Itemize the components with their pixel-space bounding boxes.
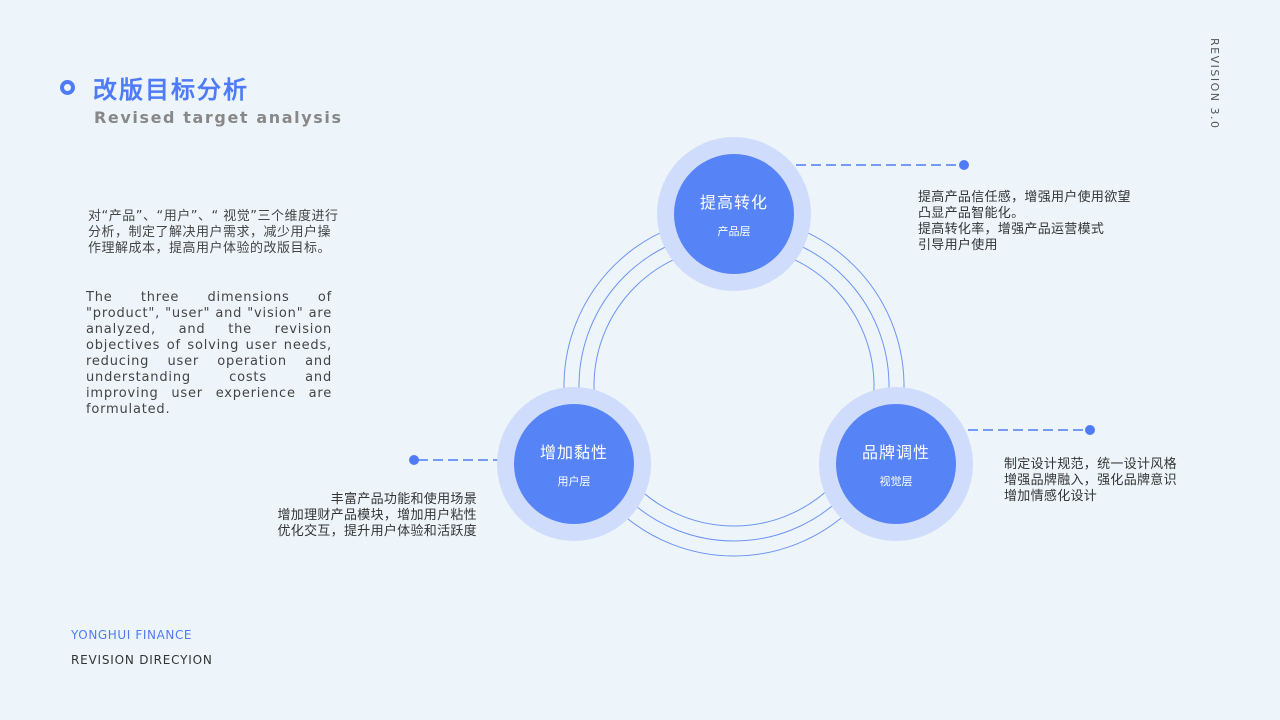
connector-right-dot — [1085, 425, 1095, 435]
intro-text-en: The three dimensions of "product", "user… — [86, 290, 332, 417]
desc-left-line: 增加理财产品模块，增加用户粘性 — [277, 508, 477, 523]
desc-right-line: 增强品牌融入，强化品牌意识 — [1004, 473, 1177, 488]
page-subtitle: Revised target analysis — [94, 108, 343, 127]
node-right-title: 品牌调性 — [861, 443, 930, 462]
node-top-sub: 产品层 — [717, 225, 751, 238]
desc-top-line: 引导用户使用 — [918, 238, 998, 253]
desc-top-line: 提高转化率，增强产品运营模式 — [918, 222, 1105, 237]
node-left: 增加黏性 用户层 — [497, 387, 651, 541]
node-top-core: 提高转化 产品层 — [674, 154, 794, 274]
desc-left-line: 优化交互，提升用户体验和活跃度 — [277, 524, 477, 539]
desc-right: 制定设计规范，统一设计风格 增强品牌融入，强化品牌意识 增加情感化设计 — [1004, 457, 1177, 505]
connector-top-dot — [959, 160, 969, 170]
node-left-sub: 用户层 — [557, 475, 591, 488]
node-top: 提高转化 产品层 — [657, 137, 811, 291]
node-top-title: 提高转化 — [699, 193, 768, 212]
node-right: 品牌调性 视觉层 — [819, 387, 973, 541]
desc-top: 提高产品信任感，增强用户使用欲望 凸显产品智能化。 提高转化率，增强产品运营模式… — [918, 190, 1131, 254]
desc-top-line: 提高产品信任感，增强用户使用欲望 — [918, 190, 1131, 205]
node-right-sub: 视觉层 — [879, 475, 913, 488]
node-left-title: 增加黏性 — [539, 443, 608, 462]
revision-label: REVISION 3.0 — [1208, 38, 1221, 130]
footer-brand: YONGHUI FINANCE — [71, 628, 193, 642]
connector-left-dot — [409, 455, 419, 465]
desc-right-line: 制定设计规范，统一设计风格 — [1004, 457, 1177, 472]
page-title: 改版目标分析 — [93, 76, 249, 104]
desc-top-line: 凸显产品智能化。 — [918, 206, 1025, 221]
title-bullet-icon — [60, 80, 75, 95]
node-right-core: 品牌调性 视觉层 — [836, 404, 956, 524]
desc-left-line: 丰富产品功能和使用场景 — [330, 492, 477, 507]
desc-left: 丰富产品功能和使用场景 增加理财产品模块，增加用户粘性 优化交互，提升用户体验和… — [277, 492, 477, 540]
intro-text-cn: 对“产品”、“用户”、“ 视觉”三个维度进行分析，制定了解决用户需求，减少用户操… — [88, 209, 339, 256]
desc-right-line: 增加情感化设计 — [1004, 489, 1098, 504]
node-left-core: 增加黏性 用户层 — [514, 404, 634, 524]
footer-subtitle: REVISION DIRECYION — [71, 653, 213, 667]
